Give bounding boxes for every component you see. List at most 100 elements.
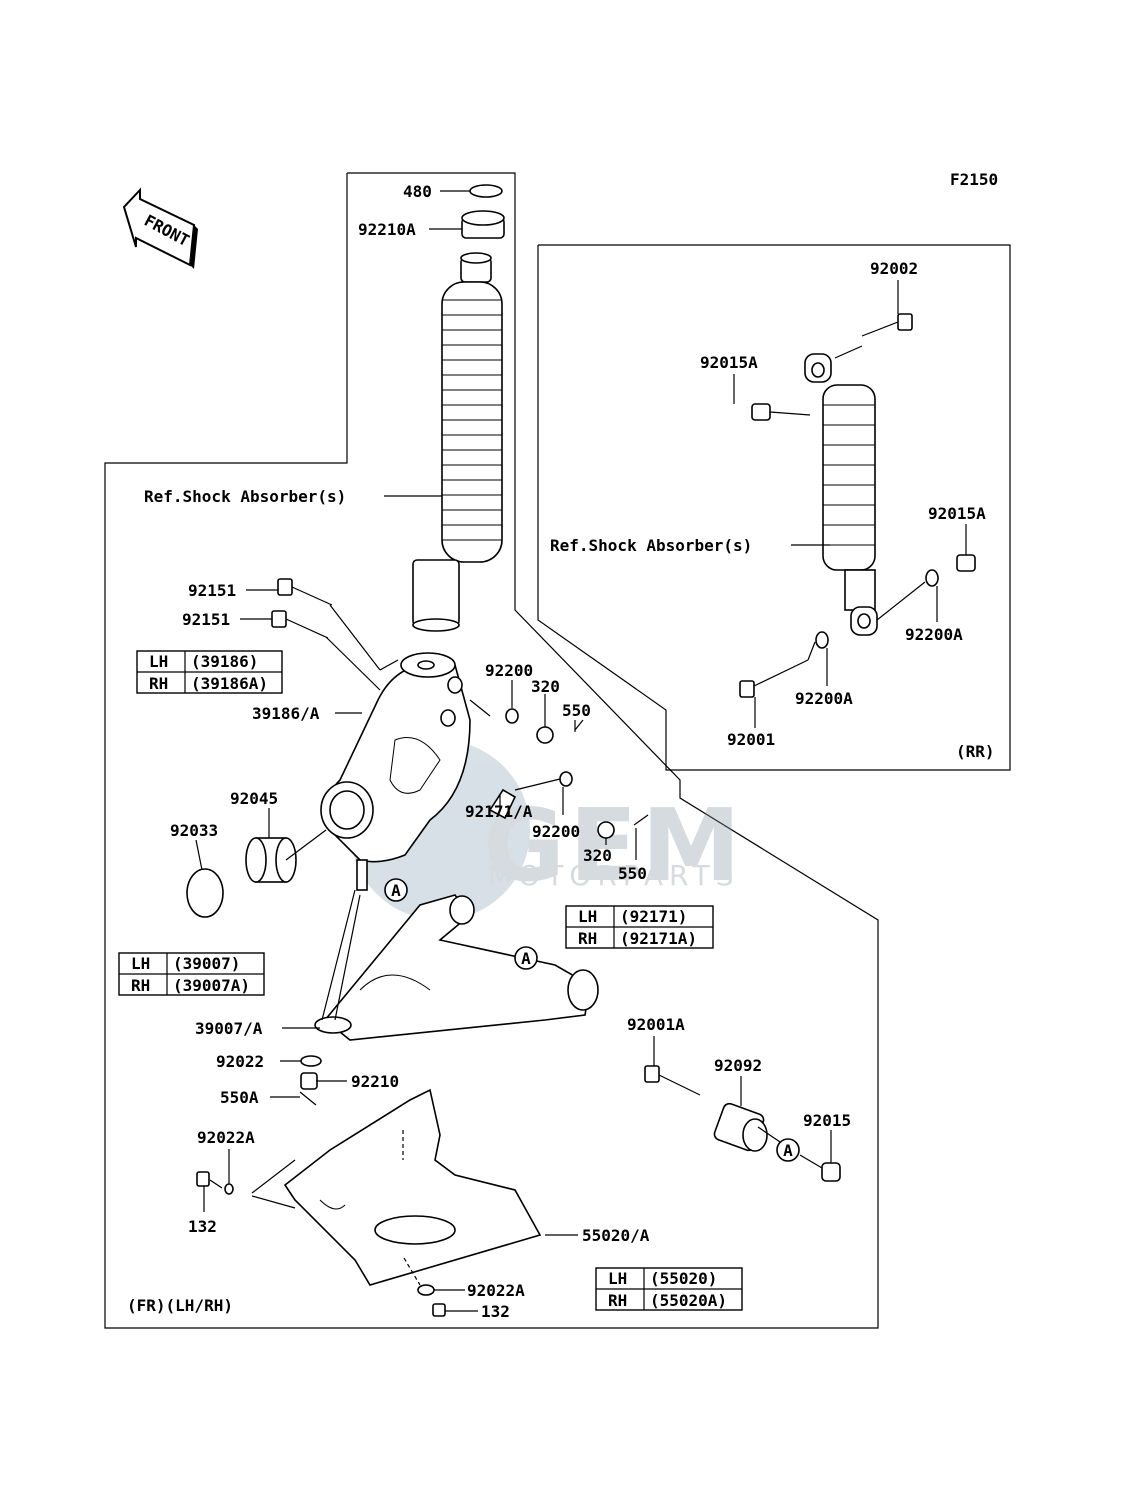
label-55020: 55020/A xyxy=(582,1226,650,1245)
arm-lh: LH xyxy=(131,954,150,973)
nut-320-lower xyxy=(597,821,615,839)
knuckle-rh-part: (39186A) xyxy=(191,674,268,693)
guard-lh-part: (55020) xyxy=(650,1269,717,1288)
bracket-lh: LH xyxy=(578,907,597,926)
rear-assembly-outline xyxy=(537,244,1011,771)
guard-rh: RH xyxy=(608,1291,627,1310)
label-92002: 92002 xyxy=(870,259,918,278)
label-132-left: 132 xyxy=(188,1217,217,1236)
label-92033: 92033 xyxy=(170,821,218,840)
label-front-tag: (FR)(LH/RH) xyxy=(127,1296,233,1315)
knuckle-39186 xyxy=(320,652,471,891)
label-92092: 92092 xyxy=(714,1056,762,1075)
pin-550-upper xyxy=(574,719,584,731)
front-arrow-icon: FRONT xyxy=(122,187,198,269)
knuckle-lh-part: (39186) xyxy=(191,652,258,671)
bracket-lh-part: (92171) xyxy=(620,907,687,926)
label-39007: 39007/A xyxy=(195,1019,263,1038)
label-ref-shock-front: Ref.Shock Absorber(s) xyxy=(144,487,346,506)
washer-92200-upper xyxy=(505,708,519,724)
nut-320-upper xyxy=(536,726,554,744)
bracket-rh-part: (92171A) xyxy=(620,929,697,948)
label-92015A-left: 92015A xyxy=(700,353,758,372)
label-92200A-left: 92200A xyxy=(795,689,853,708)
front-assembly-outline xyxy=(104,172,879,1329)
label-92001A: 92001A xyxy=(627,1015,685,1034)
label-320-upper: 320 xyxy=(531,677,560,696)
arm-rh-part: (39007A) xyxy=(173,976,250,995)
label-rear-tag: (RR) xyxy=(956,742,995,761)
washer-92022A-bottom xyxy=(417,1284,435,1296)
pin-550A xyxy=(299,1091,317,1106)
circle-a-3: A xyxy=(783,1141,793,1160)
arm-rh: RH xyxy=(131,976,150,995)
nut-92210 xyxy=(300,1072,318,1090)
washer-92022A-left xyxy=(224,1183,234,1195)
bolt-132-bottom xyxy=(432,1303,446,1317)
circlip-480 xyxy=(469,184,503,198)
bolt-92002 xyxy=(861,313,913,337)
watermark-brand: GEM xyxy=(483,787,745,904)
washer-92200A-right xyxy=(925,569,939,587)
label-39186: 39186/A xyxy=(252,704,320,723)
bellows xyxy=(442,299,502,541)
bracket-rh: RH xyxy=(578,929,597,948)
table-knuckle: LH (39186) RH (39186A) xyxy=(136,650,283,694)
bolt-92001A xyxy=(644,1065,701,1096)
label-92022A-left: 92022A xyxy=(197,1128,255,1147)
bolt-92001 xyxy=(739,659,809,698)
front-shock-absorber xyxy=(412,184,505,632)
bushing-92092 xyxy=(713,1102,768,1152)
circle-a-markers: A A A xyxy=(384,878,800,1162)
label-92200A-right: 92200A xyxy=(905,625,963,644)
guard-55020 xyxy=(283,1088,542,1286)
washer-92200-lower xyxy=(559,771,573,787)
nut-92015A-left xyxy=(751,403,771,421)
circlip-92033 xyxy=(186,868,224,918)
label-92210A: 92210A xyxy=(358,220,416,239)
bolt-132-left xyxy=(196,1171,210,1187)
table-arm: LH (39007) RH (39007A) xyxy=(118,952,265,996)
bracket-92171 xyxy=(488,788,517,820)
pin-550-lower xyxy=(633,814,649,826)
bolt-92151-upper xyxy=(277,578,333,606)
table-bracket: LH (92171) RH (92171A) xyxy=(565,905,714,949)
washer-92022 xyxy=(300,1055,322,1067)
bolt-92151-lower xyxy=(271,610,329,639)
label-92015: 92015 xyxy=(803,1111,851,1130)
label-92022A-bottom: 92022A xyxy=(467,1281,525,1300)
knuckle-rh: RH xyxy=(149,674,168,693)
figure-code: F2150 xyxy=(950,170,998,189)
guard-rh-part: (55020A) xyxy=(650,1291,727,1310)
circle-a-1: A xyxy=(391,881,401,900)
washer-92200A-left xyxy=(815,631,829,649)
label-92022: 92022 xyxy=(216,1052,264,1071)
label-320-lower: 320 xyxy=(583,846,612,865)
label-92200-upper: 92200 xyxy=(485,661,533,680)
label-92015A-right: 92015A xyxy=(928,504,986,523)
a-arm-39007 xyxy=(314,894,599,1041)
bearing-92045 xyxy=(245,837,297,883)
table-guard: LH (55020) RH (55020A) xyxy=(595,1267,743,1311)
leader-lines xyxy=(195,190,967,1312)
label-92151-upper: 92151 xyxy=(188,581,236,600)
part-labels: 480 92210A Ref.Shock Absorber(s) 92151 9… xyxy=(127,182,995,1321)
label-92001: 92001 xyxy=(727,730,775,749)
guard-lh: LH xyxy=(608,1269,627,1288)
knuckle-lh: LH xyxy=(149,652,168,671)
label-ref-shock-rear: Ref.Shock Absorber(s) xyxy=(550,536,752,555)
label-550-upper: 550 xyxy=(562,701,591,720)
arm-lh-part: (39007) xyxy=(173,954,240,973)
label-132-bottom: 132 xyxy=(481,1302,510,1321)
label-92200-lower: 92200 xyxy=(532,822,580,841)
label-92171: 92171/A xyxy=(465,802,533,821)
nut-92015 xyxy=(821,1162,841,1182)
label-550-lower: 550 xyxy=(618,864,647,883)
rear-shock-absorber xyxy=(804,353,878,636)
circle-a-2: A xyxy=(521,949,531,968)
nut-92210A xyxy=(461,210,505,239)
label-92045: 92045 xyxy=(230,789,278,808)
watermark-sub: MOTORPARTS xyxy=(488,859,739,892)
label-480: 480 xyxy=(403,182,432,201)
